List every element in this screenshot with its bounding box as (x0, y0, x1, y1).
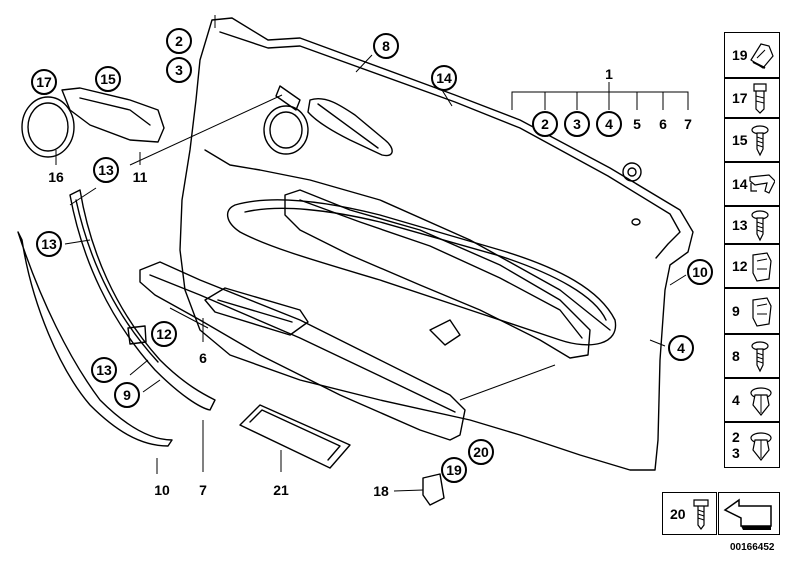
legend-number: 8 (732, 348, 740, 364)
legend-number: 19 (732, 47, 748, 63)
expanding-rivet-icon (750, 432, 772, 461)
callout-2-top: 2 (166, 28, 192, 54)
callout-label: 19 (446, 462, 462, 478)
bracket-icon (749, 174, 775, 194)
callout-label: 9 (123, 387, 131, 403)
legend-item-arrow (718, 492, 780, 535)
legend-number: 12 (732, 258, 748, 274)
legend-number: 4 (732, 392, 740, 408)
callout-label: 13 (98, 162, 114, 178)
callout-label: 20 (473, 444, 489, 460)
legend-number: 9 (732, 303, 740, 319)
callout-label: 2 (541, 116, 549, 132)
label-6b: 6 (199, 350, 207, 366)
screw-icon (751, 125, 769, 157)
callout-3-top: 3 (166, 57, 192, 83)
callout-label: 4 (605, 116, 613, 132)
step-plate (239, 404, 351, 469)
label-5: 5 (633, 116, 641, 132)
document-number: 00166452 (730, 542, 775, 553)
callout-10-main: 10 (687, 259, 713, 285)
callout-label: 2 (175, 33, 183, 49)
callout-label: 3 (175, 62, 183, 78)
legend-item-9: 2 3 (724, 422, 780, 468)
callout-13-b: 13 (36, 231, 62, 257)
callout-label: 3 (573, 116, 581, 132)
callout-4-group: 4 (596, 111, 622, 137)
bolt-icon (753, 83, 767, 114)
legend-item-7: 8 (724, 334, 780, 378)
label-18: 18 (373, 483, 389, 499)
legend-number: 13 (732, 217, 748, 233)
legend-item-5: 12 (724, 244, 780, 288)
expanding-rivet-icon (750, 387, 772, 416)
callout-9: 9 (114, 382, 140, 408)
callout-17: 17 (31, 69, 57, 95)
legend-number: 17 (732, 90, 748, 106)
callout-4-main: 4 (668, 335, 694, 361)
label-1: 1 (605, 66, 613, 82)
legend-item-4: 13 (724, 206, 780, 244)
screw-icon (693, 498, 709, 530)
callout-13-a: 13 (93, 157, 119, 183)
label-16: 16 (48, 169, 64, 185)
legend-item-1: 17 (724, 78, 780, 118)
callout-label: 4 (677, 340, 685, 356)
callout-14: 14 (431, 65, 457, 91)
callout-13-c: 13 (91, 357, 117, 383)
callout-label: 13 (41, 236, 57, 252)
label-6: 6 (659, 116, 667, 132)
legend-item-3: 14 (724, 162, 780, 206)
label-11: 11 (132, 169, 148, 185)
screw-icon (751, 341, 769, 373)
clip-icon (752, 297, 772, 327)
screw-icon (751, 210, 769, 242)
callout-2-group: 2 (532, 111, 558, 137)
label-10: 10 (154, 482, 170, 498)
speaker-hole (263, 105, 309, 155)
legend-number: 20 (670, 505, 686, 522)
callout-15: 15 (95, 66, 121, 92)
label-21: 21 (273, 482, 289, 498)
callout-label: 17 (36, 74, 52, 90)
callout-label: 13 (96, 362, 112, 378)
armrest-trim (139, 261, 466, 441)
clip-icon (752, 252, 772, 282)
callout-3-group: 3 (564, 111, 590, 137)
label-7b: 7 (199, 482, 207, 498)
legend-item-20: 20 (662, 492, 717, 535)
label-7: 7 (684, 116, 692, 132)
legend-number: 14 (732, 176, 748, 192)
speaker-cover (21, 96, 75, 158)
callout-20: 20 (468, 439, 494, 465)
legend-item-2: 15 (724, 118, 780, 162)
callout-label: 12 (156, 326, 172, 342)
callout-label: 10 (692, 264, 708, 280)
legend-number: 15 (732, 132, 748, 148)
callout-label: 8 (382, 38, 390, 54)
door-panel (179, 17, 694, 471)
legend-item-6: 9 (724, 288, 780, 334)
callout-8: 8 (373, 33, 399, 59)
shape-arrow-icon (723, 498, 772, 530)
legend-item-0: 19 (724, 32, 780, 78)
callout-label: 15 (100, 71, 116, 87)
legend-item-8: 4 (724, 378, 780, 422)
armrest-cavity (227, 199, 617, 346)
inner-handle (61, 87, 165, 143)
callout-label: 14 (436, 70, 452, 86)
legend-number: 2 3 (732, 429, 740, 461)
callout-19: 19 (441, 457, 467, 483)
callout-12: 12 (151, 321, 177, 347)
clip-nut-icon (750, 43, 774, 69)
